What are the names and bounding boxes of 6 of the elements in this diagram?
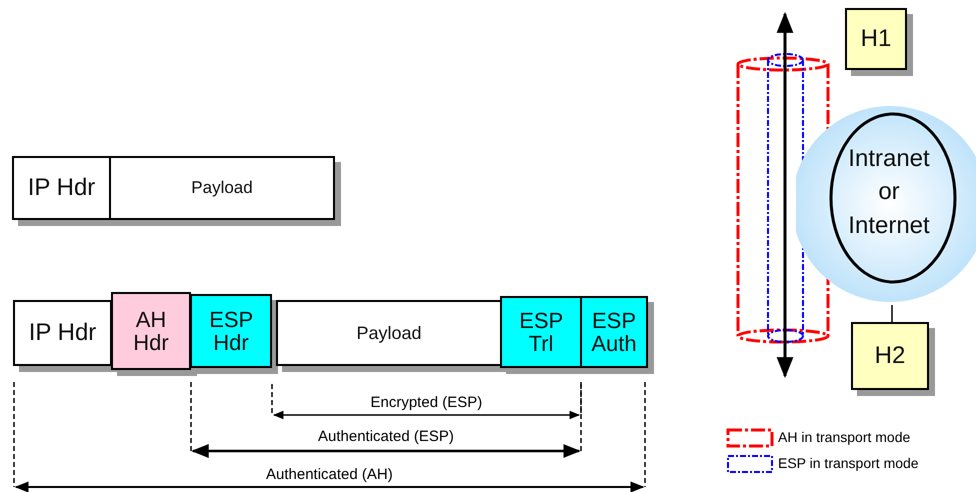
dimension-label: Encrypted (ESP) — [368, 394, 484, 411]
legend-label: ESP in transport mode — [778, 455, 919, 471]
connector-line — [891, 305, 893, 322]
dimension-label: Authenticated (AH) — [264, 466, 395, 483]
legend-label: AH in transport mode — [778, 429, 910, 445]
dimension-label: Authenticated (ESP) — [316, 428, 456, 445]
